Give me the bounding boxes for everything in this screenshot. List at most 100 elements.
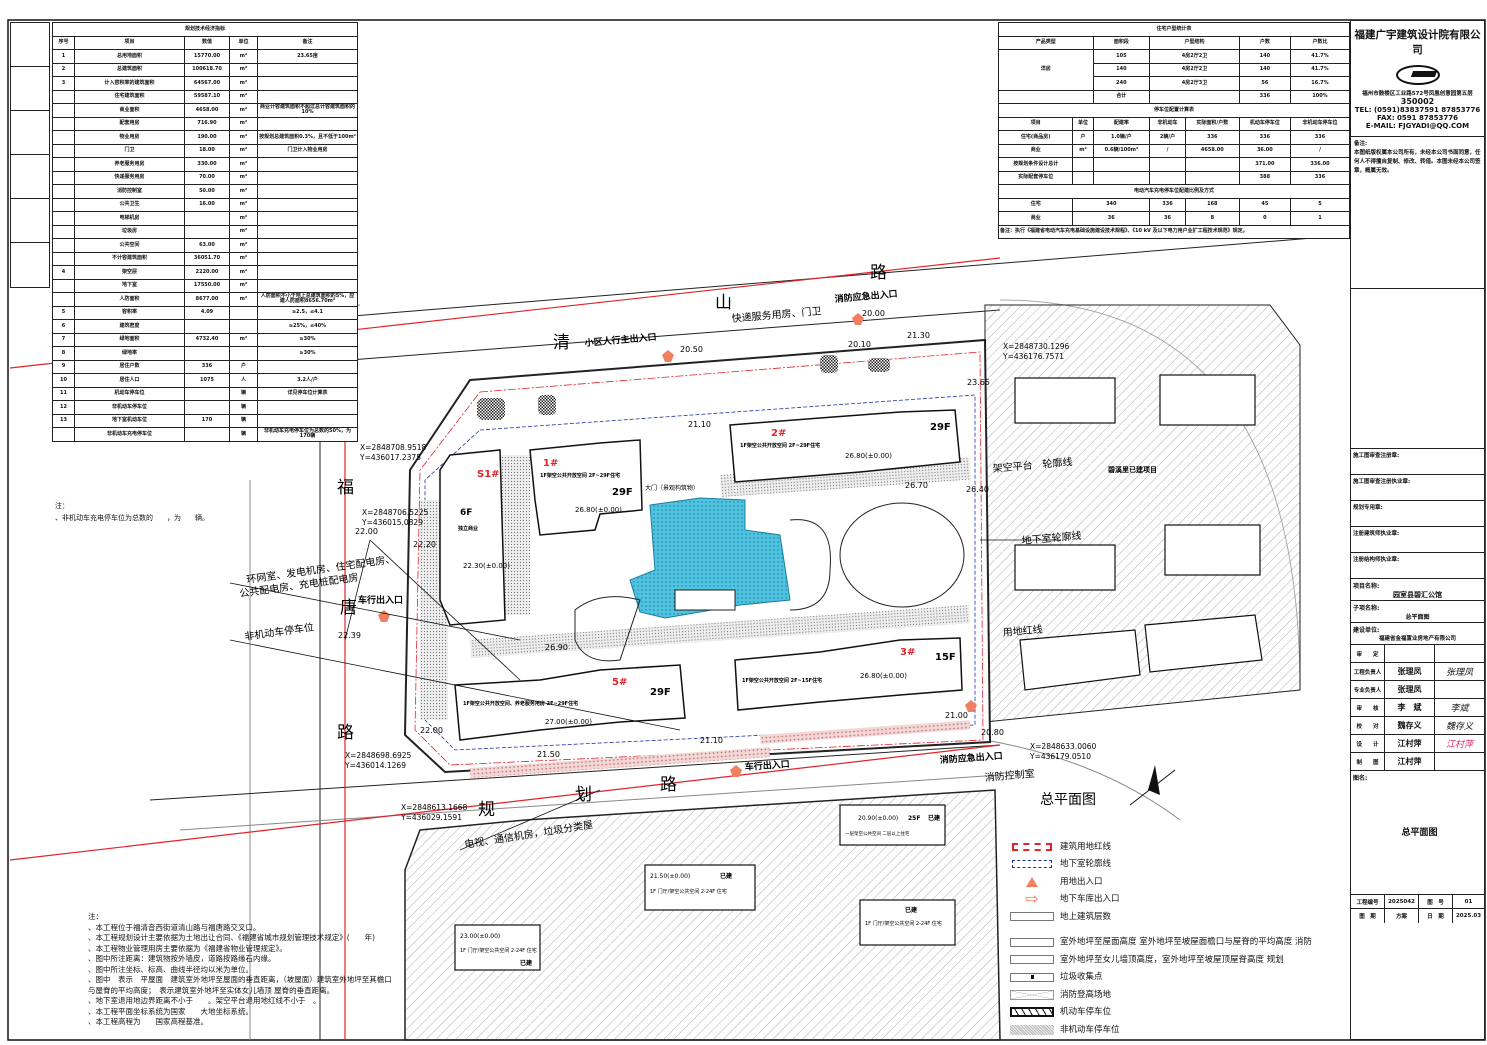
- coord-x: X=2848708.9518: [360, 443, 427, 452]
- existing-south-area: [404, 789, 1001, 1041]
- table-cell: 140: [1092, 62, 1151, 77]
- table-cell: 电梯机房: [74, 211, 185, 226]
- date: 2025.03: [1455, 913, 1482, 919]
- table-cell: [52, 224, 75, 239]
- note-line: 、地下室退用地边界距离不小于 。架空平台退用地红线不小于 。: [88, 996, 321, 1005]
- table-cell: m²: [229, 76, 258, 91]
- table-cell: 消防控制室: [74, 184, 185, 199]
- building-1: [529, 439, 643, 536]
- stamp-label: 规划专用章:: [1351, 501, 1484, 527]
- client-row: 建设单位: 福建省金福置业房地产有限公司: [1351, 623, 1484, 645]
- table-cell: 5: [52, 305, 75, 320]
- elevation-marker: 20.80: [981, 728, 1004, 737]
- legend-label: 机动车停车位: [1060, 1007, 1112, 1018]
- table-cell: 辆: [229, 413, 258, 428]
- signature-row: 审 核李 斌李斌: [1351, 699, 1484, 717]
- table-cell: 16.7%: [1289, 76, 1351, 91]
- table-cell: 住宅建筑面积: [74, 89, 185, 104]
- building-elev: 22.30(±0.00): [463, 562, 510, 570]
- legend-item: ⇨地下车库出入口: [1010, 891, 1346, 909]
- plaza-arc: [789, 519, 831, 611]
- elevation-marker: 20.10: [848, 340, 871, 349]
- note-line: 、本工程规划设计主要依据为土地出让合同、《福建省城市规划管理技术规定》( 年): [88, 933, 376, 942]
- table-cell: ≥2.5，≤4.1: [257, 305, 358, 320]
- legend-item: 消防登高场地: [1010, 986, 1346, 1004]
- signature: 魏存义: [1445, 722, 1473, 732]
- table-row: 240 4房2厅3卫 56 16.7%: [999, 76, 1351, 91]
- legend-label: 消防登高场地: [1060, 989, 1112, 1000]
- revision-strip: [10, 22, 50, 288]
- table-cell: 门卫计入物业用房: [257, 143, 358, 158]
- north-arrow-icon: [1129, 765, 1176, 806]
- subproject-name: 总平面图: [1405, 614, 1430, 621]
- table-cell: [257, 76, 358, 91]
- company-logo-icon: [1395, 65, 1440, 85]
- coord-x: X=2848613.1668: [401, 803, 468, 812]
- remark-title: 备注:: [1354, 141, 1368, 147]
- table-header: 配建率: [1092, 116, 1151, 131]
- basement-outline: [424, 394, 976, 751]
- table-cell: 总建筑面积: [74, 62, 185, 77]
- table-header: 单位: [1072, 116, 1094, 131]
- table-cell: ≥30%: [257, 332, 358, 347]
- table-cell: m²: [229, 278, 258, 293]
- table-cell: [257, 62, 358, 77]
- table-cell: 物业用房: [74, 130, 185, 145]
- road-name-char: 路: [660, 775, 677, 795]
- signature-row: 审 定: [1351, 645, 1484, 663]
- building-floors: 6F: [460, 508, 472, 518]
- coord-x: X=2848730.1296: [1003, 342, 1070, 351]
- table-cell: 100%: [1289, 89, 1351, 104]
- company-fax: FAX: 0591 87853776: [1377, 114, 1458, 122]
- role-name: [1385, 645, 1435, 662]
- table-cell: 1: [1289, 211, 1351, 226]
- legend-item: 用地出入口: [1010, 873, 1346, 891]
- existing-label: 已建: [720, 872, 733, 880]
- role-name: 张理凤: [1385, 663, 1435, 680]
- table-cell: 按规划条件设计总计: [997, 157, 1074, 172]
- table-cell: 9: [52, 359, 75, 374]
- garage-entrance-arrow-icon: ⇨: [1025, 889, 1039, 909]
- road-name-char: 划: [575, 785, 592, 805]
- table-cell: 7: [52, 332, 75, 347]
- table-title: 停车位配置计算表: [998, 103, 1350, 118]
- legend-label: 地下室轮廓线: [1060, 859, 1112, 870]
- table-cell: 4: [52, 265, 75, 280]
- table-cell: 240: [1092, 76, 1151, 91]
- leader-lines: [229, 539, 1060, 851]
- table-cell: 8: [1184, 211, 1240, 226]
- existing-building-floors: 25F: [908, 815, 920, 822]
- table-cell: m²: [229, 116, 258, 131]
- table-cell: [257, 251, 358, 266]
- table-cell: [257, 211, 358, 226]
- table-cell: [257, 197, 358, 212]
- table-cell: 4房2厅2卫: [1149, 62, 1240, 77]
- table-cell: 15770.00: [184, 49, 230, 64]
- table-cell: m²: [229, 292, 258, 307]
- legend-item: 室外地坪至屋面高度 室外地坪至坡屋面檐口与屋脊的平均高度 消防: [1010, 934, 1346, 952]
- table-cell: 336: [1289, 170, 1351, 185]
- project-label: 项目名称:: [1353, 583, 1380, 590]
- table-cell: m²: [229, 143, 258, 158]
- table-cell: [52, 238, 75, 253]
- table-cell: 70.00: [184, 170, 230, 185]
- table-cell: 36: [1072, 211, 1151, 226]
- elevation-marker: 26.40: [966, 485, 989, 494]
- table-cell: 架空层: [74, 265, 185, 280]
- label-express: 快递服务用房、门卫: [731, 304, 822, 325]
- table-cell: 不计容建筑面积: [74, 251, 185, 266]
- basement-outline-swatch: [1010, 859, 1054, 869]
- table-cell: 机动车停车位: [74, 386, 185, 401]
- table-cell: m²: [229, 184, 258, 199]
